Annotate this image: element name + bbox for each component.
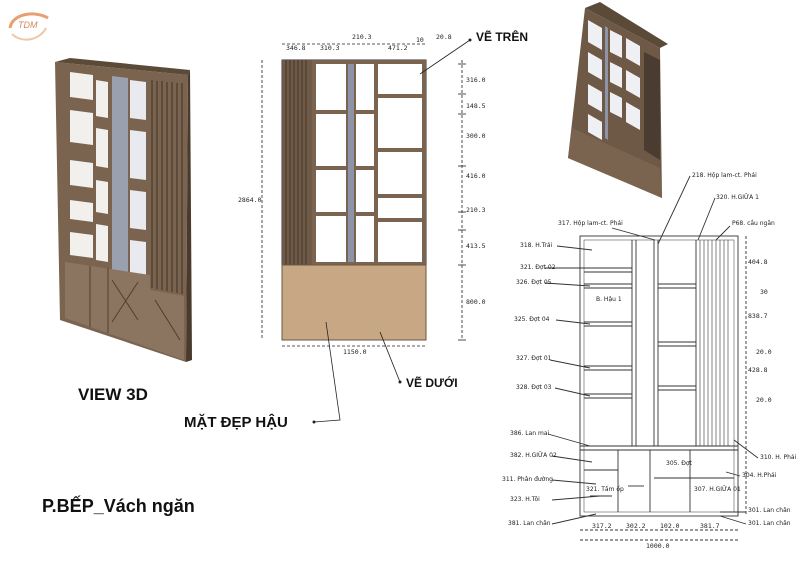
callout-right-2: 304. H.Phái bbox=[742, 472, 777, 479]
cabinet-3d-left bbox=[55, 58, 192, 362]
callout-left-3: 326. Đợt 05 bbox=[516, 279, 552, 286]
logo-swoosh-icon bbox=[8, 12, 49, 41]
callout-right-1: 310. H. Phải bbox=[760, 454, 797, 461]
callout-left-7: 386. Lan mai bbox=[510, 430, 550, 437]
front-elevation bbox=[261, 38, 472, 424]
callout-right-4: 301. Lan chân bbox=[748, 520, 791, 527]
callout-inner-2: 305. Đợt bbox=[666, 460, 692, 467]
detail-bottom-dim-4: 381.7 bbox=[700, 522, 720, 530]
callout-right-3: 301. Lan chân bbox=[748, 507, 791, 514]
callout-left-1: 318. H.Trái bbox=[520, 242, 553, 249]
logo-text: TDM bbox=[18, 20, 38, 30]
callout-left-10: 323. H.Tôi bbox=[510, 496, 540, 503]
right-dim-5: 210.3 bbox=[466, 206, 486, 214]
callout-left-11: 381. Lan chân bbox=[508, 520, 551, 527]
callout-left-6: 328. Đợt 03 bbox=[516, 384, 552, 391]
detail-right-dim-4: 20.0 bbox=[756, 348, 772, 356]
detail-right-dim-3: 838.7 bbox=[748, 312, 768, 320]
top-dim-4: 471.2 bbox=[388, 44, 408, 52]
right-dim-1: 316.0 bbox=[466, 76, 486, 84]
detail-right-dim-2: 30 bbox=[760, 288, 768, 296]
detail-drawing bbox=[544, 175, 759, 541]
top-dim-6: 20.8 bbox=[436, 33, 452, 41]
top-dim-1: 346.8 bbox=[286, 44, 306, 52]
detail-right-dim-1: 404.8 bbox=[748, 258, 768, 266]
detail-width-dim: 1000.0 bbox=[646, 542, 670, 550]
top-dim-5: 10 bbox=[416, 36, 424, 44]
page-title: P.BẾP_Vách ngăn bbox=[42, 496, 195, 516]
callout-left-5: 327. Đợt 01 bbox=[516, 355, 552, 362]
callout-left-4: 325. Đợt 04 bbox=[514, 316, 550, 323]
callout-inner-1: B. Hậu 1 bbox=[596, 296, 622, 303]
callout-left-8: 382. H.GIỮA 02 bbox=[510, 452, 557, 459]
callout-left-9: 311. Phân đường bbox=[502, 476, 553, 483]
view-3d-label: VIEW 3D bbox=[78, 385, 148, 404]
company-logo: TDM bbox=[4, 6, 52, 46]
right-dim-3: 300.0 bbox=[466, 132, 486, 140]
top-dim-2: 310.3 bbox=[320, 44, 340, 52]
callout-top-1: 317. Hộp lam-ct. Phái bbox=[558, 220, 623, 227]
top-dim-3: 210.3 bbox=[352, 33, 372, 41]
right-dim-6: 413.5 bbox=[466, 242, 486, 250]
ve-duoi-label: VẼ DƯỚI bbox=[406, 376, 458, 390]
callout-inner-4: 321. Tấm ốp bbox=[586, 486, 624, 493]
right-dim-4: 416.0 bbox=[466, 172, 486, 180]
detail-right-dim-5: 428.8 bbox=[748, 366, 768, 374]
ve-tren-label: VẼ TRÊN bbox=[476, 30, 529, 44]
callout-top-2: 218. Hộp lam-ct. Phái bbox=[692, 172, 757, 179]
detail-right-dim-6: 20.0 bbox=[756, 396, 772, 404]
detail-bottom-dim-3: 102.0 bbox=[660, 522, 680, 530]
callout-top-3: 320. H.GIỮA 1 bbox=[716, 194, 759, 201]
mat-dep-hau-label: MẶT ĐẸP HẬU bbox=[184, 414, 288, 431]
callout-top-4: P68. cầu ngăn bbox=[732, 220, 775, 227]
width-dim: 1150.0 bbox=[343, 348, 367, 356]
detail-bottom-dim-1: 317.2 bbox=[592, 522, 612, 530]
height-dim: 2864.0 bbox=[238, 196, 262, 204]
right-dim-7: 800.0 bbox=[466, 298, 486, 306]
detail-bottom-dim-2: 302.2 bbox=[626, 522, 646, 530]
callout-left-2: 321. Đợt 02 bbox=[520, 264, 556, 271]
right-dim-2: 148.5 bbox=[466, 102, 486, 110]
callout-inner-3: 307. H.GIỮA 01 bbox=[694, 486, 741, 493]
cabinet-3d-right bbox=[568, 2, 668, 198]
